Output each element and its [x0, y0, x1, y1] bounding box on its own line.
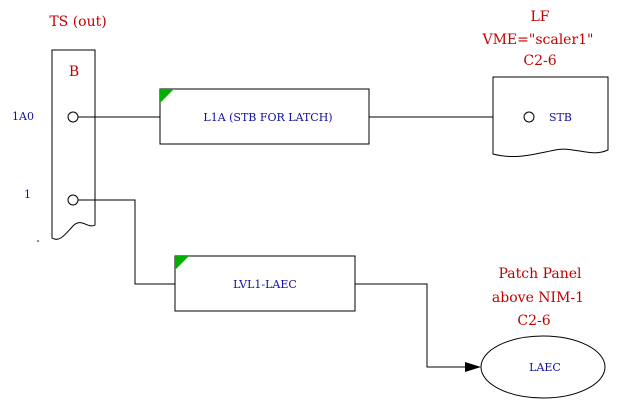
ts-module-label: B	[69, 64, 79, 80]
lf-vme: VME="scaler1"	[481, 32, 593, 48]
lf-title: LF	[530, 9, 549, 25]
ts-port-1a0-connector	[67, 111, 79, 123]
lf-stb-connector	[523, 111, 535, 123]
l1a-signal-label: L1A (STB FOR LATCH)	[203, 111, 332, 124]
lvl1-laec-corner-marker	[175, 256, 189, 270]
ts-port-label-1: 1	[24, 188, 31, 201]
ts-title: TS (out)	[49, 14, 106, 30]
l1a-corner-marker	[160, 89, 174, 103]
patch-panel-crate: C2-6	[517, 313, 550, 329]
ts-port-1-connector	[67, 194, 79, 206]
patch-panel-title: Patch Panel	[499, 266, 583, 282]
stray-dot	[37, 240, 39, 242]
ts-port-label-1a0: 1A0	[12, 110, 34, 123]
wire-1-to-lvl1-laec	[78, 199, 175, 285]
ts-module	[51, 49, 96, 240]
laec-node	[480, 335, 606, 399]
lf-module	[492, 76, 609, 158]
patch-panel-location: above NIM-1	[492, 290, 584, 306]
wire-lvl1-laec-to-patch	[355, 283, 474, 368]
lvl1-laec-signal-label: LVL1-LAEC	[233, 278, 297, 291]
lf-stb-label: STB	[549, 111, 572, 124]
lvl1-laec-signal-box	[174, 255, 356, 312]
laec-node-label: LAEC	[529, 361, 561, 374]
arrow-to-patch-panel	[465, 362, 481, 372]
lf-crate: C2-6	[523, 53, 556, 69]
l1a-signal-box	[159, 88, 370, 145]
